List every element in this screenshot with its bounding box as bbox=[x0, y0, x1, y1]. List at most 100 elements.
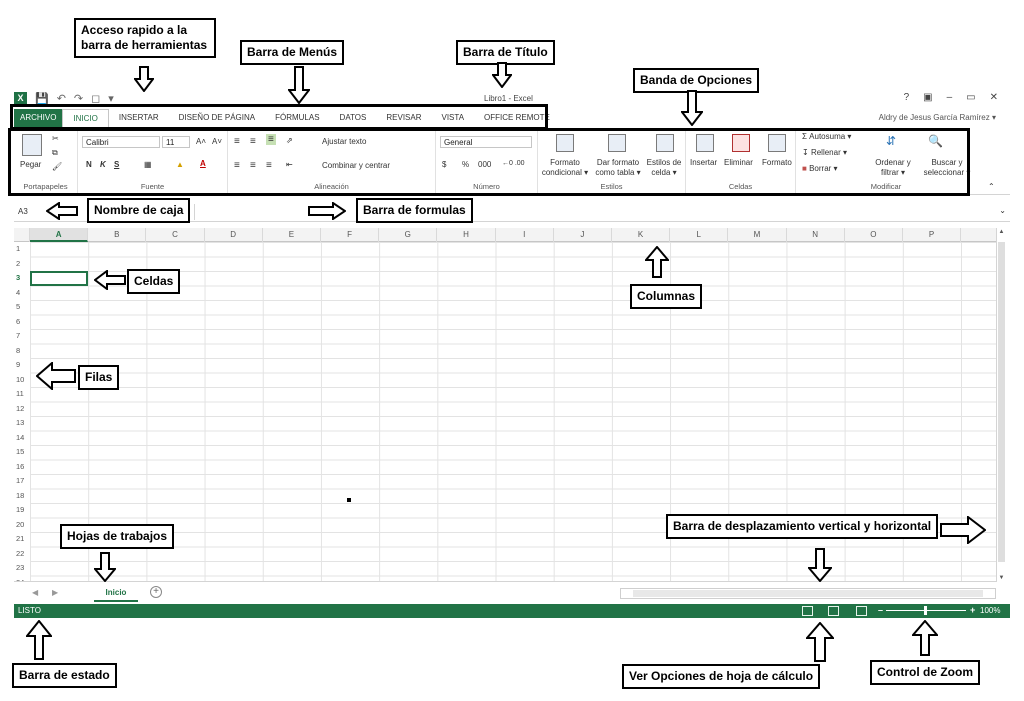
row-header[interactable]: 22 bbox=[16, 548, 25, 558]
conditional-format-icon[interactable] bbox=[556, 134, 574, 152]
menu-formulas[interactable]: FÓRMULAS bbox=[275, 113, 320, 122]
underline-button[interactable]: S bbox=[114, 160, 120, 169]
formula-input[interactable] bbox=[194, 204, 994, 220]
column-header[interactable]: I bbox=[496, 228, 554, 242]
delete-button[interactable]: Eliminar bbox=[724, 158, 753, 167]
row-header[interactable]: 6 bbox=[16, 316, 21, 326]
find-binoculars-icon[interactable]: 🔍 bbox=[928, 134, 943, 148]
format-cells-icon[interactable] bbox=[768, 134, 786, 152]
column-header[interactable]: H bbox=[437, 228, 496, 242]
horizontal-scrollbar[interactable] bbox=[620, 588, 996, 599]
name-box[interactable]: A3 bbox=[18, 207, 28, 216]
find-select-button[interactable]: Buscar y seleccionar ▾ bbox=[923, 158, 971, 177]
fill-button[interactable]: ↧ Rellenar ▾ bbox=[802, 148, 847, 157]
sort-filter-icon[interactable]: ⇵ bbox=[886, 134, 897, 148]
scroll-up-icon[interactable]: ▲ bbox=[998, 229, 1005, 235]
row-header[interactable]: 10 bbox=[16, 374, 25, 384]
delete-cells-icon[interactable] bbox=[732, 134, 750, 152]
wrap-text-button[interactable]: Ajustar texto bbox=[322, 137, 367, 146]
add-sheet-button[interactable]: + bbox=[150, 586, 162, 598]
zoom-slider-knob[interactable] bbox=[924, 606, 927, 615]
align-top-icon[interactable]: ≡ bbox=[234, 136, 240, 147]
menu-revisar[interactable]: REVISAR bbox=[386, 113, 422, 122]
vertical-scrollbar[interactable]: ▲ ▼ bbox=[996, 228, 1006, 582]
bold-button[interactable]: N bbox=[86, 160, 92, 169]
redo-icon[interactable]: ↷ bbox=[73, 92, 84, 105]
new-document-icon[interactable]: ◻ bbox=[91, 92, 101, 105]
align-middle-icon[interactable]: ≡ bbox=[250, 136, 256, 147]
font-family-select[interactable]: Calibri bbox=[82, 136, 160, 148]
row-header[interactable]: 17 bbox=[16, 476, 25, 485]
restore-button[interactable]: ▭ bbox=[966, 92, 976, 103]
thousands-button[interactable]: 000 bbox=[478, 160, 492, 169]
row-header[interactable]: 15 bbox=[16, 447, 25, 456]
row-header[interactable]: 18 bbox=[16, 490, 25, 500]
paste-button[interactable]: Pegar bbox=[20, 160, 42, 169]
format-painter-icon[interactable]: 🖌 bbox=[52, 162, 63, 171]
row-header[interactable]: 11 bbox=[16, 389, 24, 398]
row-header[interactable]: 24 bbox=[16, 577, 25, 582]
grow-font-button[interactable]: A˄ bbox=[196, 137, 207, 146]
sheet-tab-inicio[interactable]: Inicio bbox=[94, 585, 138, 602]
format-button[interactable]: Formato bbox=[762, 158, 792, 167]
format-as-table-button[interactable]: Dar formato como tabla ▾ bbox=[595, 158, 641, 177]
percent-button[interactable]: % bbox=[462, 160, 470, 169]
paste-icon[interactable] bbox=[22, 134, 42, 156]
active-cell[interactable] bbox=[30, 271, 88, 286]
insert-button[interactable]: Insertar bbox=[690, 158, 718, 167]
zoom-in-icon[interactable]: + bbox=[970, 605, 976, 615]
column-header[interactable]: E bbox=[263, 228, 321, 242]
row-header[interactable]: 23 bbox=[16, 563, 25, 572]
number-format-select[interactable]: General bbox=[440, 136, 532, 148]
row-header[interactable]: 4 bbox=[16, 287, 21, 297]
shrink-font-button[interactable]: A˅ bbox=[212, 137, 223, 146]
close-button[interactable]: ✕ bbox=[989, 92, 998, 103]
column-header[interactable]: G bbox=[379, 228, 438, 242]
zoom-level[interactable]: 100% bbox=[980, 606, 1001, 615]
row-header[interactable]: 7 bbox=[16, 331, 21, 340]
undo-icon[interactable]: ↶ bbox=[56, 92, 66, 105]
column-header[interactable]: N bbox=[787, 228, 845, 242]
page-break-view-icon[interactable] bbox=[856, 606, 867, 616]
menu-vista[interactable]: VISTA bbox=[441, 113, 465, 122]
customize-qat-icon[interactable]: ▾ bbox=[108, 92, 114, 105]
cell-styles-button[interactable]: Estilos de celda ▾ bbox=[646, 158, 682, 177]
merge-center-button[interactable]: Combinar y centrar bbox=[322, 161, 391, 170]
row-header[interactable]: 12 bbox=[16, 403, 25, 413]
prev-sheet-icon[interactable]: ◀ bbox=[32, 588, 39, 597]
column-header[interactable]: F bbox=[321, 228, 380, 242]
font-size-select[interactable]: 11 bbox=[162, 136, 190, 148]
horizontal-scroll-thumb[interactable] bbox=[633, 590, 983, 597]
row-header[interactable]: 1 bbox=[16, 244, 21, 253]
scroll-down-icon[interactable]: ▼ bbox=[998, 575, 1005, 581]
row-header[interactable]: 8 bbox=[16, 345, 21, 355]
align-left-icon[interactable]: ≡ bbox=[234, 160, 240, 171]
align-center-icon[interactable]: ≡ bbox=[250, 160, 256, 171]
menu-diseno-pagina[interactable]: DISEÑO DE PÁGINA bbox=[178, 113, 256, 122]
row-header[interactable]: 19 bbox=[16, 505, 25, 514]
fill-color-icon[interactable]: ▲ bbox=[176, 160, 184, 169]
column-header[interactable]: B bbox=[88, 228, 147, 242]
column-header[interactable]: L bbox=[670, 228, 729, 242]
menu-datos[interactable]: DATOS bbox=[339, 113, 367, 122]
collapse-ribbon-icon[interactable]: ⌃ bbox=[988, 182, 995, 191]
minimize-button[interactable]: – bbox=[946, 92, 953, 103]
align-right-icon[interactable]: ≡ bbox=[266, 160, 272, 171]
column-header[interactable]: A bbox=[30, 228, 89, 242]
normal-view-icon[interactable] bbox=[802, 606, 813, 616]
sort-filter-button[interactable]: Ordenar y filtrar ▾ bbox=[875, 158, 911, 177]
orientation-icon[interactable]: ⇗ bbox=[286, 136, 293, 145]
autosum-button[interactable]: Σ Autosuma ▾ bbox=[802, 132, 852, 141]
user-account[interactable]: Aldry de Jesus García Ramírez ▾ bbox=[878, 113, 996, 122]
expand-formula-icon[interactable]: ⌄ bbox=[999, 206, 1006, 215]
save-icon[interactable]: 💾 bbox=[35, 92, 49, 105]
menu-office-remote[interactable]: OFFICE REMOTE bbox=[484, 113, 550, 122]
column-header[interactable]: J bbox=[554, 228, 612, 242]
indent-icon[interactable]: ⇤ bbox=[286, 160, 293, 169]
format-as-table-icon[interactable] bbox=[608, 134, 626, 152]
row-header[interactable]: 14 bbox=[16, 432, 25, 442]
cut-icon[interactable]: ✂ bbox=[52, 134, 59, 143]
borders-icon[interactable]: ▦ bbox=[144, 160, 152, 169]
menu-inicio[interactable]: INICIO bbox=[62, 109, 109, 127]
menu-insertar[interactable]: INSERTAR bbox=[118, 113, 159, 122]
